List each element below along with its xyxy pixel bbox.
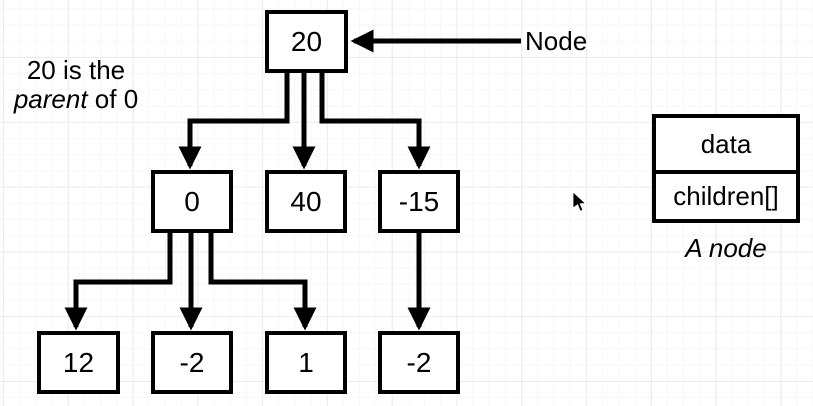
node-structure-box[interactable]: data children[] [652,114,800,223]
edge-0-to-1[interactable] [208,230,317,331]
parent-line2-suffix: of 0 [87,84,139,114]
node-pointer-label[interactable]: Node [525,26,588,56]
node-label: 12 [62,346,95,378]
node-label: 40 [290,185,322,217]
record-row-children[interactable]: children[] [656,174,796,219]
node-label: 0 [184,185,200,217]
tree-node-neg15[interactable]: -15 [378,170,460,233]
edge-20-to-0[interactable] [178,70,290,170]
edge-0-to-12[interactable] [64,230,173,331]
record-row-label: children[] [673,181,779,211]
record-row-label: data [700,128,752,159]
parent-word-italic: parent [13,84,88,114]
node-label: -2 [406,346,432,378]
node-structure-caption[interactable]: A node [685,233,767,263]
parent-annotation-line1: 20 is the [26,55,126,85]
tree-node-40[interactable]: 40 [265,170,347,233]
parent-annotation[interactable]: 20 is the parent of 0 [2,56,150,114]
tree-node-neg2-b[interactable]: -2 [378,331,460,394]
node-label: -15 [398,185,440,217]
node-label: -2 [179,346,205,378]
edge-20-to-neg15[interactable] [319,70,431,170]
mouse-cursor-icon [572,192,587,212]
node-label: 20 [290,25,323,57]
tree-node-0[interactable]: 0 [151,170,233,233]
tree-node-12[interactable]: 12 [37,331,120,394]
parent-annotation-line2: parent of 0 [2,85,150,114]
tree-node-1[interactable]: 1 [265,331,347,394]
tree-node-neg2-a[interactable]: -2 [151,331,233,394]
node-label: 1 [298,346,314,378]
tree-node-root[interactable]: 20 [265,10,348,73]
record-row-data[interactable]: data [656,118,796,174]
